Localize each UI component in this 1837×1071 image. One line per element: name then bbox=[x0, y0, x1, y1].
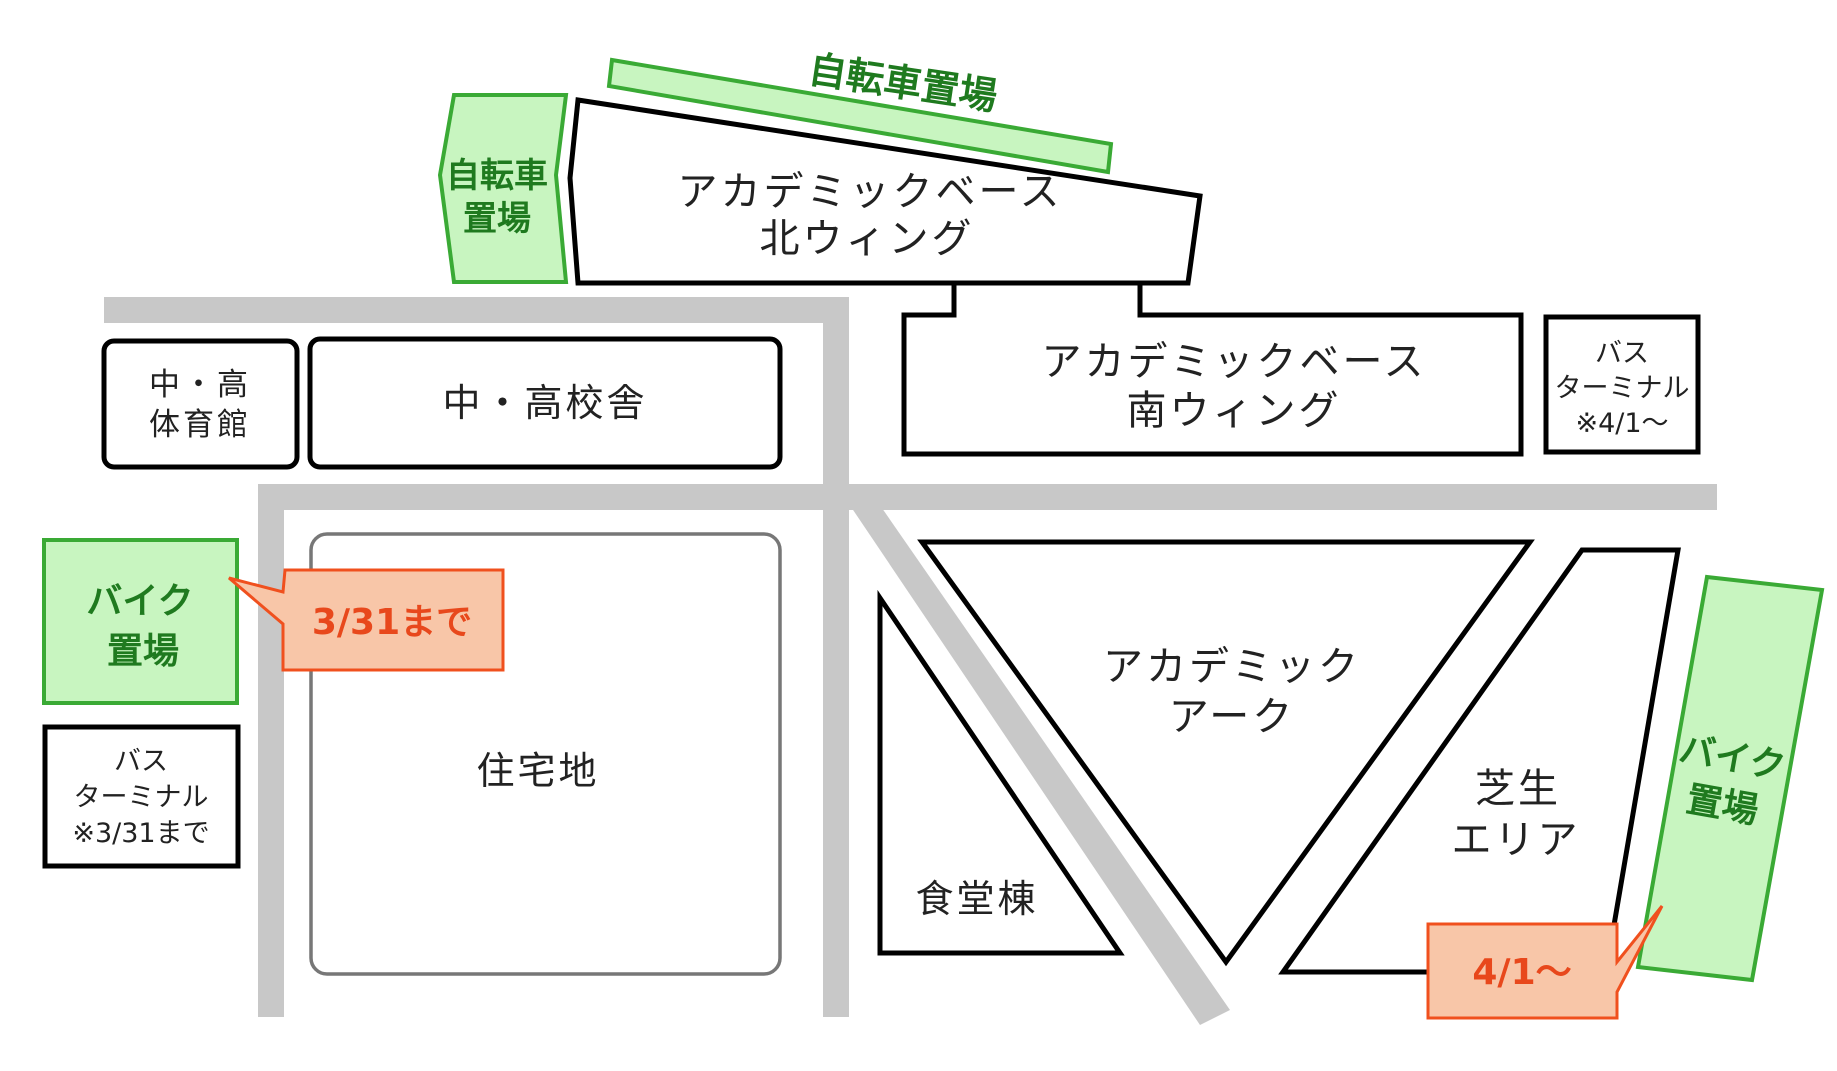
academic-arc-label-line1: アカデミック bbox=[1103, 644, 1361, 690]
bus-terminal-new-label-line1: バス bbox=[1595, 338, 1649, 369]
bus-terminal-new-building bbox=[1543, 314, 1701, 455]
callout-until-box bbox=[228, 568, 505, 672]
cafeteria-label: 食堂棟 bbox=[915, 877, 1038, 921]
road-diagonal bbox=[845, 498, 1230, 1025]
road-top-horizontal bbox=[104, 297, 846, 323]
building-labels: アカデミックベース 北ウィング アカデミックベース 南ウィング バス ターミナル… bbox=[72, 169, 1689, 921]
south-wing-building bbox=[901, 280, 1524, 457]
lawn-label-line2: エリア bbox=[1452, 817, 1581, 863]
callout-from-box bbox=[1426, 905, 1664, 1020]
bus-terminal-old-label-line2: ターミナル bbox=[74, 782, 209, 813]
callouts bbox=[228, 568, 1664, 1020]
bike-parking-right bbox=[1635, 574, 1825, 983]
bike-parking-left bbox=[42, 538, 239, 705]
bicycle-parking-left bbox=[437, 93, 569, 284]
callout-from-label: 4/1～ bbox=[1472, 952, 1571, 993]
gym-label-line1: 中・高 bbox=[149, 367, 251, 403]
south-wing-label-line2: 南ウィング bbox=[1127, 388, 1342, 434]
parking-areas bbox=[42, 57, 1825, 983]
gym-label-line2: 体育館 bbox=[149, 407, 251, 443]
bus-terminal-new-label-line3: ※4/1～ bbox=[1575, 408, 1668, 439]
bus-terminal-new-label-line2: ターミナル bbox=[1555, 373, 1690, 404]
roads bbox=[104, 297, 1717, 1025]
school-label: 中・高校舎 bbox=[442, 381, 647, 425]
bicycle-parking-top bbox=[606, 57, 1114, 175]
bike-parking-left-label-line1: バイク bbox=[86, 581, 193, 622]
callout-until-label: 3/31まで bbox=[312, 602, 472, 643]
bus-terminal-old-building bbox=[42, 724, 241, 869]
road-middle-horizontal bbox=[258, 484, 1717, 510]
lawn-label-line1: 芝生 bbox=[1475, 766, 1561, 812]
bus-terminal-old-label-line3: ※3/31まで bbox=[72, 818, 209, 849]
academic-arc-building bbox=[917, 539, 1535, 967]
bike-parking-left-label-line2: 置場 bbox=[107, 631, 179, 672]
callout-labels: 3/31まで 4/1～ bbox=[312, 602, 1572, 993]
road-center-vertical bbox=[823, 297, 849, 1017]
residential-label: 住宅地 bbox=[476, 749, 599, 793]
bicycle-parking-left-label-line2: 置場 bbox=[463, 199, 531, 239]
north-wing-label-line2: 北ウィング bbox=[760, 216, 975, 262]
school-building bbox=[307, 336, 783, 470]
cafeteria-building bbox=[877, 589, 1125, 956]
bus-terminal-old-label-line1: バス bbox=[114, 746, 168, 777]
academic-arc-label-line2: アーク bbox=[1169, 694, 1296, 740]
south-wing-label-line1: アカデミックベース bbox=[1042, 339, 1427, 385]
road-left-vertical bbox=[258, 484, 284, 1017]
bicycle-parking-left-label-line1: 自転車 bbox=[446, 156, 548, 196]
gym-building bbox=[101, 338, 300, 470]
north-wing-label-line1: アカデミックベース bbox=[678, 169, 1063, 215]
